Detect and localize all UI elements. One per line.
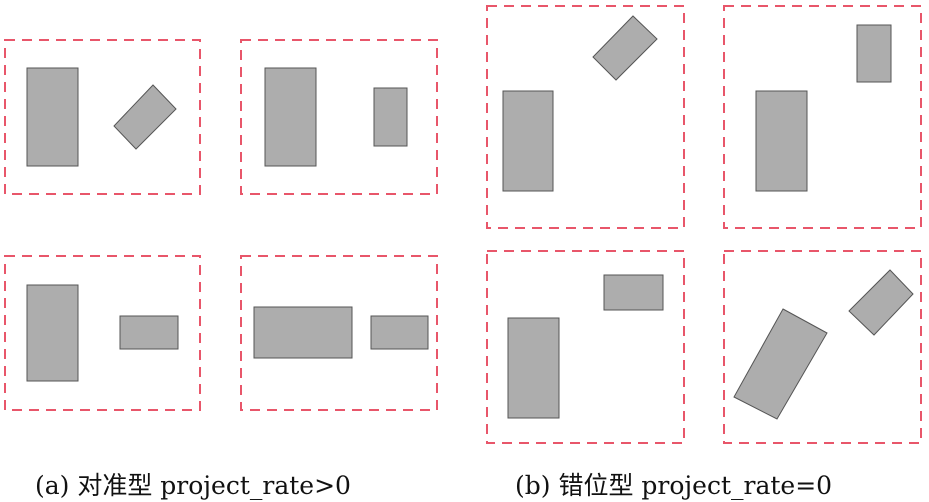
panel-a3 — [4, 255, 201, 411]
block — [253, 306, 353, 359]
block — [502, 90, 554, 192]
rotated-block — [848, 269, 914, 336]
panel-b4 — [723, 250, 922, 444]
block — [755, 90, 808, 192]
rotated-block — [113, 84, 177, 150]
caption-a: (a) 对准型 project_rate>0 — [35, 471, 351, 500]
panel-a4 — [240, 255, 438, 411]
block — [264, 67, 317, 167]
rotated-block — [592, 15, 658, 81]
panel-b3 — [486, 250, 685, 444]
dashed-frame — [486, 5, 685, 229]
dashed-frame — [723, 250, 922, 444]
block — [603, 274, 664, 311]
block — [370, 315, 429, 350]
panel-b2 — [723, 5, 922, 229]
panel-a1 — [4, 39, 201, 195]
dashed-frame — [4, 255, 201, 411]
dashed-frame — [240, 255, 438, 411]
panel-a2 — [240, 39, 438, 195]
dashed-frame — [486, 250, 685, 444]
block — [119, 315, 179, 350]
panel-b1 — [486, 5, 685, 229]
block — [373, 87, 408, 147]
dashed-frame — [723, 5, 922, 229]
dashed-frame — [240, 39, 438, 195]
block — [507, 317, 560, 419]
block — [26, 67, 79, 167]
dashed-frame — [4, 39, 201, 195]
caption-b: (b) 错位型 project_rate=0 — [515, 471, 833, 500]
block — [26, 284, 79, 382]
block — [856, 24, 892, 83]
rotated-block — [733, 308, 828, 420]
